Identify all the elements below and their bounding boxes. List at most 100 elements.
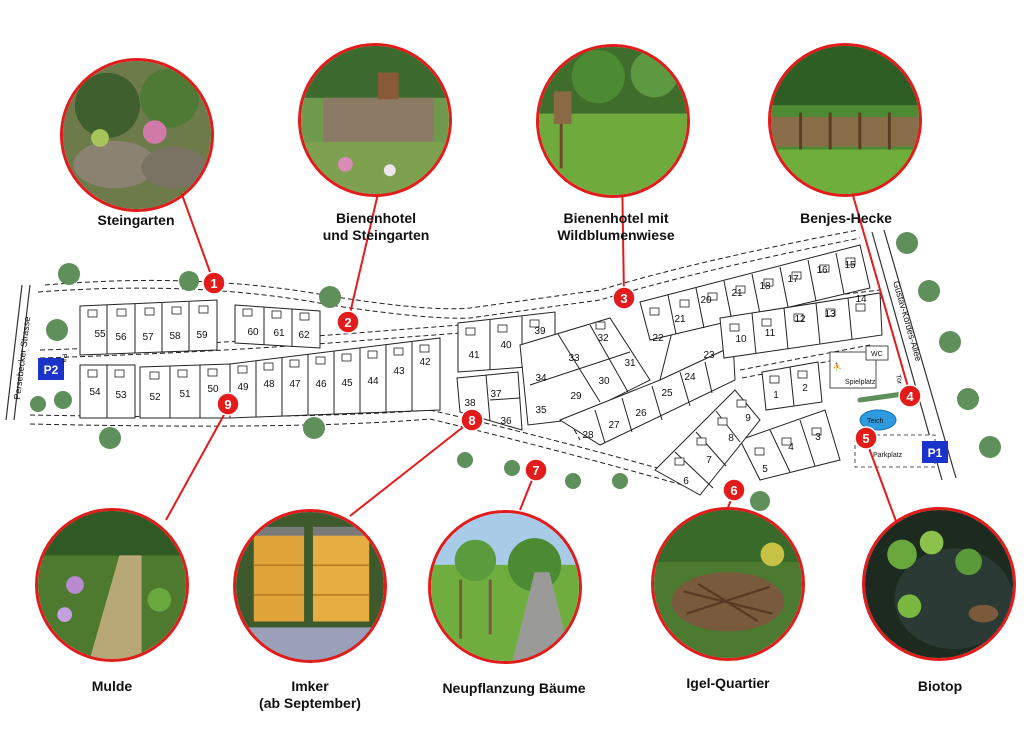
garden-huts xyxy=(87,257,866,466)
plot-42: 42 xyxy=(419,357,431,368)
plot-8: 8 xyxy=(728,433,734,444)
plot-24: 24 xyxy=(684,372,696,383)
plot-43: 43 xyxy=(393,366,405,377)
photo-bienenhotel-steingarten[interactable] xyxy=(298,43,452,197)
street-west xyxy=(5,284,31,421)
plot-27: 27 xyxy=(608,420,620,431)
plot-21b: 21 xyxy=(731,288,743,299)
label-biotop: Biotop xyxy=(917,678,963,694)
photo-pond-image xyxy=(865,510,1013,658)
plot-53: 53 xyxy=(115,390,127,401)
marker-4[interactable]: 4 xyxy=(898,384,922,408)
parking-p1-badge xyxy=(922,441,948,463)
label-benjes-hecke: Benjes-Hecke xyxy=(800,210,892,226)
plot-13: 13 xyxy=(824,309,836,320)
plot-57: 57 xyxy=(142,332,154,343)
plot-38: 38 xyxy=(464,398,476,409)
plot-61: 61 xyxy=(273,328,285,339)
label-steingarten: Steingarten xyxy=(97,212,175,228)
svg-text:6: 6 xyxy=(730,483,737,498)
marker-5[interactable]: 5 xyxy=(854,426,878,450)
marker-9[interactable]: 9 xyxy=(216,392,240,416)
plot-17: 17 xyxy=(787,274,799,285)
pond xyxy=(859,409,897,431)
photo-wildblumenwiese[interactable] xyxy=(536,44,690,198)
label-imker: Imker (ab September) xyxy=(259,678,361,711)
parking-area-label: Parkplatz xyxy=(873,452,903,459)
plot-46: 46 xyxy=(315,379,327,390)
plot-16: 16 xyxy=(816,265,828,276)
plot-20: 20 xyxy=(700,295,712,306)
markers: 1 2 3 4 5 6 7 8 9 xyxy=(202,271,922,502)
photo-hedge-image xyxy=(771,46,919,194)
plot-26: 26 xyxy=(635,408,647,419)
plot-numbers: 55 56 57 58 59 60 61 62 54 53 52 51 50 4… xyxy=(89,260,867,487)
photo-steingarten[interactable] xyxy=(60,58,214,212)
marker-8[interactable]: 8 xyxy=(460,408,484,432)
plot-1: 1 xyxy=(773,390,779,401)
svg-text:2: 2 xyxy=(344,315,351,330)
plot-40: 40 xyxy=(500,340,512,351)
plot-5: 5 xyxy=(762,464,768,475)
svg-text:1: 1 xyxy=(210,276,217,291)
plot-59: 59 xyxy=(196,330,208,341)
svg-text:4: 4 xyxy=(906,389,914,404)
plot-3: 3 xyxy=(815,432,821,443)
playground-icon: ⛹ xyxy=(833,362,842,371)
plot-23: 23 xyxy=(703,350,715,361)
plot-33: 33 xyxy=(568,353,580,364)
photo-rock-garden-image xyxy=(63,61,211,209)
small-street-label: Pa... xyxy=(60,354,68,369)
plot-56: 56 xyxy=(115,332,127,343)
entrance-label: Tor xyxy=(894,374,903,385)
marker-2[interactable]: 2 xyxy=(336,310,360,334)
svg-text:9: 9 xyxy=(224,397,231,412)
plot-37: 37 xyxy=(490,389,502,400)
svg-text:7: 7 xyxy=(532,463,539,478)
pond-label: Teich xyxy=(867,418,883,425)
marker-6[interactable]: 6 xyxy=(722,478,746,502)
plot-21: 21 xyxy=(674,314,686,325)
marker-3[interactable]: 3 xyxy=(612,286,636,310)
marker-7[interactable]: 7 xyxy=(524,458,548,482)
photo-beehives-image xyxy=(236,512,384,660)
photo-mulde[interactable] xyxy=(35,508,189,662)
label-igel-quartier: Igel-Quartier xyxy=(686,675,770,691)
photo-bee-hotel-stones-image xyxy=(301,46,449,194)
plot-36: 36 xyxy=(500,416,512,427)
parking-p2-badge xyxy=(38,358,64,380)
photo-benjes-hecke[interactable] xyxy=(768,43,922,197)
plot-60: 60 xyxy=(247,327,259,338)
plot-44: 44 xyxy=(367,376,379,387)
plot-4: 4 xyxy=(788,442,794,453)
plot-6: 6 xyxy=(683,476,689,487)
plot-39: 39 xyxy=(534,326,546,337)
plot-55: 55 xyxy=(94,329,106,340)
photo-wildflower-meadow-image xyxy=(539,47,687,195)
plot-62: 62 xyxy=(298,330,310,341)
plot-25: 25 xyxy=(661,388,673,399)
svg-text:5: 5 xyxy=(862,431,869,446)
plot-41: 41 xyxy=(468,350,480,361)
plot-49: 49 xyxy=(237,382,249,393)
photo-biotop[interactable] xyxy=(862,507,1016,661)
photo-hedgehog-house-image xyxy=(654,510,802,658)
marker-1[interactable]: 1 xyxy=(202,271,226,295)
plot-31: 31 xyxy=(624,358,636,369)
photo-imker[interactable] xyxy=(233,509,387,663)
plot-48: 48 xyxy=(263,379,275,390)
plot-15: 15 xyxy=(844,260,856,271)
photo-swale-image xyxy=(38,511,186,659)
plot-29: 29 xyxy=(570,391,582,402)
playground-label: Spielplatz xyxy=(845,379,876,386)
plot-10: 10 xyxy=(735,334,747,345)
photo-neupflanzung[interactable] xyxy=(428,510,582,664)
plot-22: 22 xyxy=(652,333,664,344)
plot-35: 35 xyxy=(535,405,547,416)
plot-34: 34 xyxy=(535,373,547,384)
plot-52: 52 xyxy=(149,392,161,403)
plot-12: 12 xyxy=(794,314,806,325)
plot-7: 7 xyxy=(706,455,712,466)
plot-32: 32 xyxy=(597,333,609,344)
photo-igel-quartier[interactable] xyxy=(651,507,805,661)
